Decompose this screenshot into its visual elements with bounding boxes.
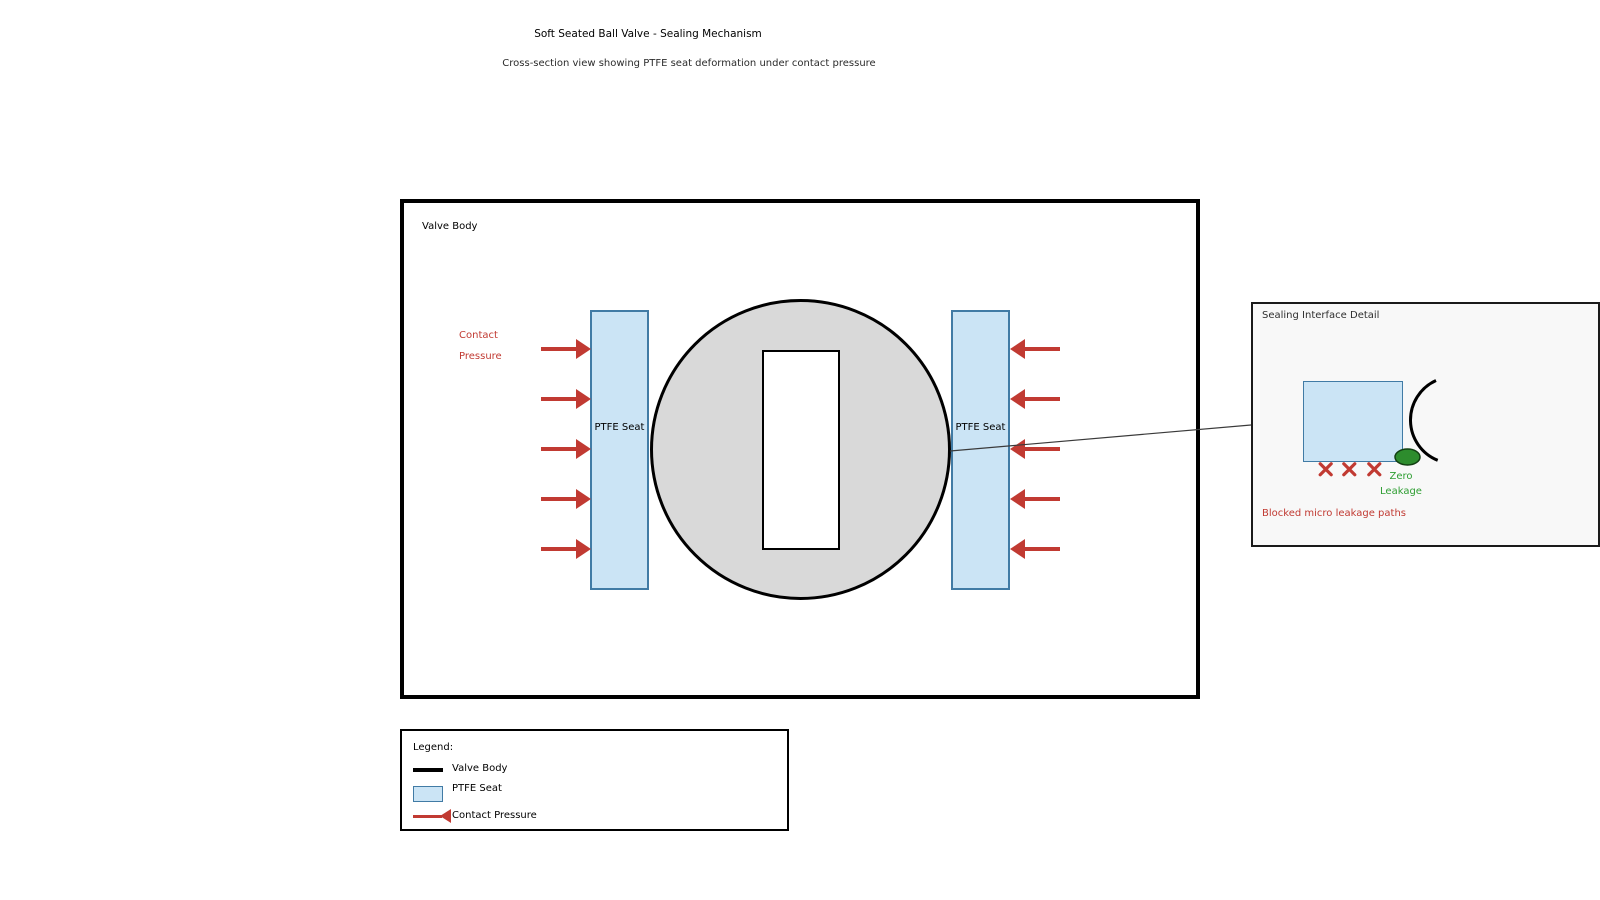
pressure-arrow-left-4 [541, 497, 576, 501]
pressure-arrow-right-1 [1025, 347, 1060, 351]
pressure-arrowhead-right-3 [1010, 439, 1025, 459]
legend-ptfe-seat-label: PTFE Seat [452, 782, 502, 794]
ptfe-seat-left-label: PTFE Seat [594, 422, 645, 433]
pressure-arrow-left-1 [541, 347, 576, 351]
legend-contact-pressure-arrowhead [440, 808, 451, 823]
valve-body-label: Valve Body [422, 221, 478, 232]
page-subtitle: Cross-section view showing PTFE seat def… [502, 58, 876, 69]
ptfe-seat-left: PTFE Seat [590, 310, 649, 590]
pressure-arrow-left-5 [541, 547, 576, 551]
ball-bore [762, 350, 840, 550]
zero-leakage-label: Zero Leakage [1380, 470, 1422, 499]
legend-ptfe-seat-swatch [413, 786, 443, 802]
detail-ptfe-seat-rect [1302, 381, 1403, 462]
pressure-arrow-right-2 [1025, 397, 1060, 401]
contact-pressure-label-line2: Pressure [459, 351, 502, 362]
page-title: Soft Seated Ball Valve - Sealing Mechani… [534, 28, 762, 40]
pressure-arrowhead-right-5 [1010, 539, 1025, 559]
ptfe-seat-right: PTFE Seat [951, 310, 1010, 590]
pressure-arrow-right-4 [1025, 497, 1060, 501]
pressure-arrowhead-left-2 [576, 389, 591, 409]
pressure-arrow-left-3 [541, 447, 576, 451]
legend-title: Legend: [413, 742, 454, 753]
legend-contact-pressure-swatch [413, 815, 442, 818]
ptfe-seat-right-label: PTFE Seat [955, 422, 1006, 433]
zero-leakage-line2: Leakage [1380, 485, 1422, 497]
zero-leakage-line1: Zero [1389, 471, 1413, 482]
pressure-arrowhead-left-1 [576, 339, 591, 359]
legend-valve-body-label: Valve Body [452, 763, 508, 774]
pressure-arrowhead-right-4 [1010, 489, 1025, 509]
blocked-paths-label: Blocked micro leakage paths [1262, 508, 1406, 519]
pressure-arrowhead-left-5 [576, 539, 591, 559]
pressure-arrow-left-2 [541, 397, 576, 401]
legend: Legend: Valve Body PTFE Seat Contact Pre… [400, 729, 789, 831]
pressure-arrow-right-3 [1025, 447, 1060, 451]
pressure-arrow-right-5 [1025, 547, 1060, 551]
legend-valve-body-swatch [413, 768, 443, 772]
legend-contact-pressure-label: Contact Pressure [452, 810, 537, 821]
pressure-arrowhead-left-4 [576, 489, 591, 509]
contact-pressure-label-line1: Contact [459, 330, 498, 341]
pressure-arrowhead-right-1 [1010, 339, 1025, 359]
pressure-arrowhead-right-2 [1010, 389, 1025, 409]
sealing-detail-title: Sealing Interface Detail [1262, 310, 1380, 321]
pressure-arrowhead-left-3 [576, 439, 591, 459]
sealing-detail-panel: Sealing Interface Detail Zero Leakage Bl… [1251, 302, 1600, 547]
